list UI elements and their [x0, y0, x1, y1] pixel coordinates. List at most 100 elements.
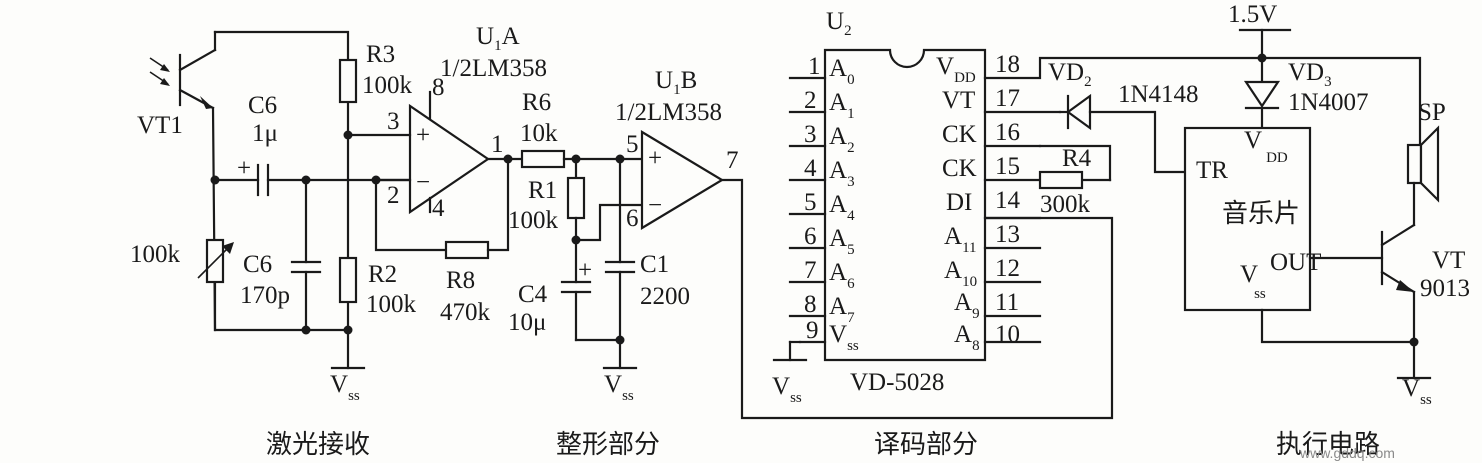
svg-text:VT: VT: [942, 87, 975, 114]
label-vss-4: Vss: [1402, 375, 1432, 408]
svg-text:4: 4: [804, 155, 817, 182]
resistor-r4: [1038, 170, 1084, 190]
label-supply: 1.5V: [1228, 1, 1277, 28]
pin-4: 4: [432, 195, 445, 222]
resistor-r2: [338, 256, 358, 304]
svg-text:−: −: [648, 192, 662, 219]
opamp-u1b: + −: [640, 130, 725, 230]
ic-right-pins: [983, 56, 1264, 344]
laser-receiver-section: + + −: [149, 30, 524, 370]
label-vt1: VT1: [137, 112, 183, 139]
label-r4: R4: [1062, 145, 1092, 172]
section-caption-output: 执行电路: [1276, 430, 1380, 460]
pin-1: 1: [491, 131, 504, 158]
speaker-sp: [1406, 125, 1440, 203]
label-vd3: VD3: [1288, 59, 1332, 90]
ground-vss-4: [1396, 340, 1432, 380]
labels: VT1 C6 1μ 100k C6 170p R3 100k R2 100k 8…: [130, 1, 1470, 461]
svg-text:12: 12: [995, 255, 1020, 282]
svg-text:2: 2: [804, 87, 817, 114]
opamp-u1a: + −: [346, 90, 490, 215]
label-music-chip: 音乐片: [1222, 199, 1300, 229]
capacitor-c4: +: [560, 257, 592, 294]
ic-right-pin-labels: 18 17 16 15 14 13 12 11 10 VDD VT CK CK …: [936, 51, 1021, 354]
svg-text:+: +: [237, 155, 251, 182]
svg-text:A1: A1: [829, 89, 855, 122]
pin-2: 2: [387, 182, 400, 209]
label-r1-value: 100k: [508, 207, 559, 234]
label-u1b: U1B: [655, 67, 697, 98]
svg-text:13: 13: [995, 221, 1020, 248]
svg-text:+: +: [578, 257, 592, 284]
svg-text:14: 14: [995, 187, 1021, 214]
label-c1-value: 2200: [640, 283, 690, 310]
label-u2: U2: [826, 8, 852, 39]
label-sp: SP: [1418, 99, 1446, 126]
ic-left-pin-labels: 1 2 3 4 5 6 7 8 9 A0 A1 A2 A3 A4 A5 A6 A…: [804, 53, 859, 354]
ground-vss-1: [330, 328, 366, 370]
transistor-vt: [1308, 223, 1416, 294]
label-c6a: C6: [248, 92, 277, 119]
svg-text:7: 7: [804, 257, 817, 284]
label-u1b-part: 1/2LM358: [615, 99, 722, 126]
capacitor-c6-series: +: [213, 155, 270, 197]
resistor-r8: [444, 240, 490, 260]
svg-text:A9: A9: [954, 289, 980, 322]
label-r3-value: 100k: [362, 72, 413, 99]
svg-text:A3: A3: [829, 157, 855, 190]
pin-6: 6: [626, 205, 639, 232]
diode-vd2: [1058, 93, 1187, 174]
capacitor-c6-shunt: [290, 178, 322, 332]
svg-text:CK: CK: [942, 121, 977, 148]
svg-text:A7: A7: [829, 293, 855, 326]
label-vd2-part: 1N4148: [1118, 81, 1199, 108]
section-caption-decoder: 译码部分: [874, 430, 978, 460]
capacitor-c1: [604, 157, 636, 342]
svg-text:3: 3: [804, 121, 817, 148]
output-section: [1058, 28, 1440, 380]
resistor-r3: [338, 58, 358, 104]
svg-text:A6: A6: [829, 259, 855, 292]
label-vt: VT: [1432, 247, 1465, 274]
label-vss-3: Vss: [772, 373, 802, 406]
label-vd5028: VD-5028: [850, 369, 944, 396]
label-vdd-chip: VDD: [1244, 127, 1288, 166]
svg-text:−: −: [416, 169, 430, 196]
shaping-section: + + −: [520, 130, 1114, 420]
svg-text:15: 15: [995, 153, 1020, 180]
svg-text:6: 6: [804, 223, 817, 250]
label-100k-pot: 100k: [130, 241, 181, 268]
svg-text:1: 1: [808, 53, 821, 80]
label-u1a: U1A: [476, 23, 520, 54]
svg-text:A8: A8: [954, 321, 980, 354]
svg-text:VDD: VDD: [936, 53, 976, 86]
label-r3: R3: [366, 41, 395, 68]
phototransistor-vt1: [149, 30, 217, 110]
label-c1: C1: [640, 251, 669, 278]
label-r2: R2: [368, 261, 397, 288]
pin-7: 7: [726, 147, 739, 174]
resistor-r1: [566, 176, 586, 220]
svg-text:10: 10: [995, 321, 1020, 348]
svg-text:9: 9: [806, 317, 819, 344]
svg-text:A11: A11: [944, 223, 977, 256]
ground-vss-2: [602, 338, 638, 370]
resistor-r6: [520, 149, 566, 169]
label-u1a-part: 1/2LM358: [440, 55, 547, 82]
label-r8: R8: [446, 267, 475, 294]
label-r1: R1: [528, 177, 557, 204]
svg-text:A5: A5: [829, 225, 855, 258]
label-out: OUT: [1270, 249, 1321, 276]
svg-text:DI: DI: [946, 189, 972, 216]
label-tr: TR: [1196, 157, 1228, 184]
svg-text:A4: A4: [829, 191, 855, 224]
svg-text:5: 5: [804, 189, 817, 216]
svg-text:8: 8: [804, 291, 817, 318]
svg-text:17: 17: [995, 85, 1020, 112]
label-vss-1: Vss: [330, 371, 360, 404]
svg-text:+: +: [416, 122, 430, 149]
section-caption-receiver: 激光接收: [266, 430, 370, 460]
svg-text:CK: CK: [942, 155, 977, 182]
